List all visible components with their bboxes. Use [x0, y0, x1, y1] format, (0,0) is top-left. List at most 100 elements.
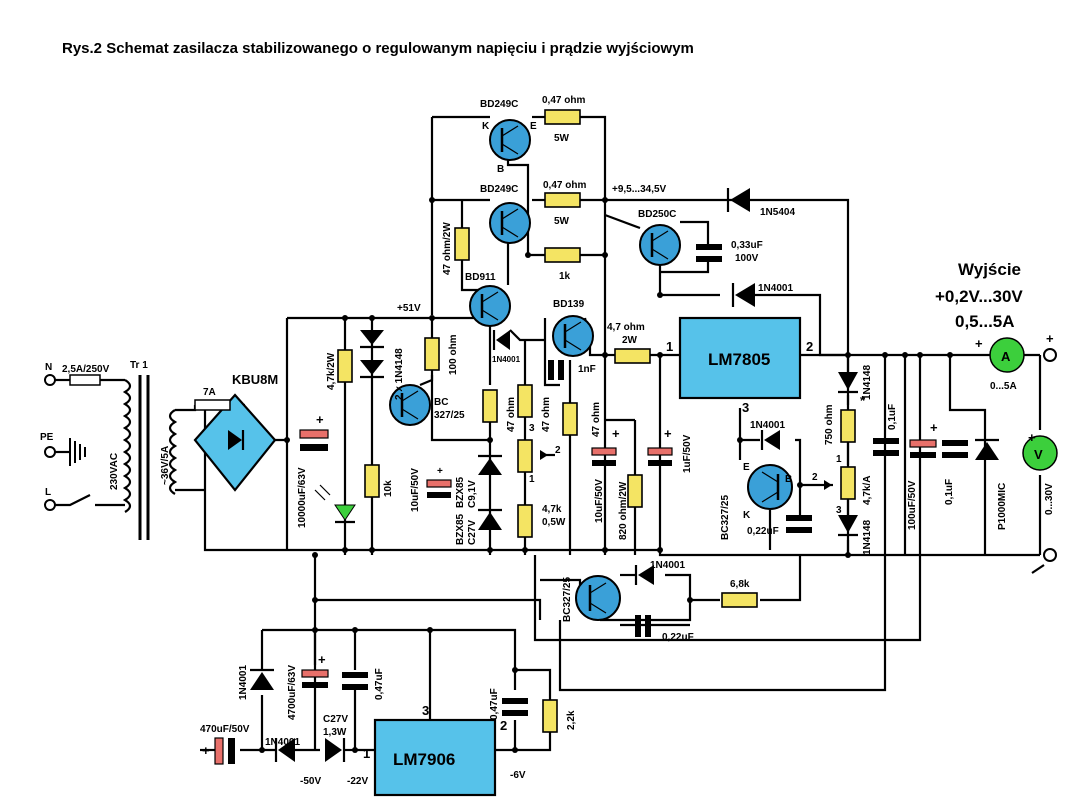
label-r-1k: 1k: [559, 271, 571, 282]
lm7805-pin1: 1: [666, 339, 673, 354]
label-zener1-a: BZX85: [455, 476, 466, 508]
resistors: [337, 109, 856, 733]
pin-b-q7: B: [785, 474, 792, 485]
pot-pin2: 2: [555, 445, 561, 456]
diagram-title: Rys.2 Schemat zasilacza stabilizowanego …: [62, 40, 694, 57]
transistor-q4: [469, 285, 511, 327]
rail-minus50: -50V: [300, 776, 321, 787]
label-c-1u: 1uF/50V: [682, 434, 693, 473]
label-r-10k: 10k: [383, 480, 394, 497]
label-c-01-a: 0,1uF: [887, 404, 898, 430]
label-r2-power: 5W: [554, 216, 570, 227]
label-pot-4-7k: 4,7k/A: [862, 476, 873, 505]
label-bridge: KBU8M: [232, 372, 278, 387]
pin-e-q1: E: [530, 121, 537, 132]
label-r-47c: 47 ohm: [591, 402, 602, 437]
plus-c10u-a: +: [437, 466, 443, 477]
label-d-1n5404: 1N5404: [760, 207, 795, 218]
pin-e-q7: E: [743, 462, 750, 473]
lm7906-pin1: 1: [363, 746, 370, 761]
label-transformer: Tr 1: [130, 360, 148, 371]
rail-main: +9,5...34,5V: [612, 184, 667, 195]
label-fuse-7a: 7A: [203, 387, 216, 398]
label-c-047-b: 0,47uF: [489, 688, 500, 720]
label-r-47k-2w: 4,7k/2W: [326, 352, 337, 390]
label-d-1n4001-a: 1N4001: [758, 283, 793, 294]
label-d-1n4001-e: 1N4001: [238, 665, 249, 700]
output-heading: Wyjście: [958, 260, 1021, 279]
pot2-pin3: 3: [836, 505, 842, 516]
label-r-750: 750 ohm: [824, 404, 835, 445]
transistor-q3: [639, 224, 681, 266]
voltmeter-symbol: V: [1034, 447, 1043, 462]
plus-c470: +: [202, 743, 210, 758]
label-c-100u: 100uF/50V: [907, 480, 918, 530]
label-zener3-a: C27V: [323, 714, 348, 725]
label-r1-power: 5W: [554, 133, 570, 144]
pot-pin1: 1: [529, 474, 535, 485]
label-c-022-b: 0,22uF: [662, 632, 694, 643]
plus-c4700: +: [318, 652, 326, 667]
diodes: [250, 188, 999, 762]
pot-wipers: [540, 450, 833, 490]
label-n: N: [45, 362, 52, 373]
transformer: [122, 375, 178, 540]
label-r-4-7ohm-power: 2W: [622, 335, 638, 346]
plus-c10000: +: [316, 412, 324, 427]
label-r-4-7k: 4,7k: [542, 504, 562, 515]
label-c-10u-a: 10uF/50V: [410, 468, 421, 512]
plus-c100u: +: [930, 420, 938, 435]
label-r-100: 100 ohm: [448, 334, 459, 375]
label-ic-lm7805: LM7805: [708, 350, 770, 369]
ammeter-symbol: A: [1001, 349, 1011, 364]
label-r-2-2k: 2,2k: [566, 710, 577, 730]
label-c-10u-b: 10uF/50V: [594, 479, 605, 523]
junction-dots: [259, 197, 953, 753]
pot-pin3: 3: [529, 423, 535, 434]
plus-c1u: +: [664, 426, 672, 441]
transistor-q2: [489, 202, 531, 244]
fuses: [69, 374, 231, 411]
label-r1-value: 0,47 ohm: [542, 95, 585, 106]
label-d-2x1n4148: 2 x 1N4148: [394, 348, 405, 400]
label-q8: BC327/25: [562, 577, 573, 622]
label-mains-fuse: 2,5A/250V: [62, 364, 110, 375]
label-q2: BD249C: [480, 184, 518, 195]
label-q5: BD139: [553, 299, 585, 310]
rail-minus22: -22V: [347, 776, 368, 787]
label-d-1n4001-b: 1N4001: [492, 355, 521, 364]
label-l: L: [45, 487, 51, 498]
label-c-033: 0,33uF: [731, 240, 763, 251]
lm7805-pin3: 3: [742, 400, 749, 415]
label-r-47a: 47 ohm: [506, 397, 517, 432]
label-r-47-2w: 47 ohm/2W: [442, 222, 453, 275]
label-c-1n: 1nF: [578, 364, 596, 375]
output-current-range: 0,5...5A: [955, 312, 1015, 331]
rail-minus6: -6V: [510, 770, 526, 781]
pin-k-q7: K: [743, 510, 751, 521]
label-r-6-8k: 6,8k: [730, 579, 750, 590]
label-d-1n4148-a: 1N4148: [862, 365, 873, 400]
label-c-10000: 10000uF/63V: [297, 467, 308, 528]
ic-lm7805: [678, 316, 802, 400]
ic-lm7906: [373, 718, 497, 797]
label-230vac: 230VAC: [109, 453, 120, 490]
label-r-star: *: [860, 393, 866, 408]
output-terminals: [1031, 348, 1057, 574]
lm7906-pin2: 2: [500, 718, 507, 733]
label-zener3-b: 1,3W: [323, 727, 347, 738]
transistor-q7: [747, 464, 793, 510]
pin-k-q1: K: [482, 121, 490, 132]
label-ic-lm7906: LM7906: [393, 750, 455, 769]
output-plus-terminal: +: [1046, 331, 1054, 346]
label-c-470: 470uF/50V: [200, 724, 250, 735]
label-c-047-a: 0,47uF: [374, 668, 385, 700]
label-zener1-b: C9,1V: [467, 480, 478, 508]
lm7906-pin3: 3: [422, 703, 429, 718]
pot2-pin1: 1: [836, 454, 842, 465]
transistor-q5: [552, 315, 594, 357]
label-d-1n4148-b: 1N4148: [862, 520, 873, 555]
label-pe: PE: [40, 432, 54, 443]
label-q3: BD250C: [638, 209, 676, 220]
